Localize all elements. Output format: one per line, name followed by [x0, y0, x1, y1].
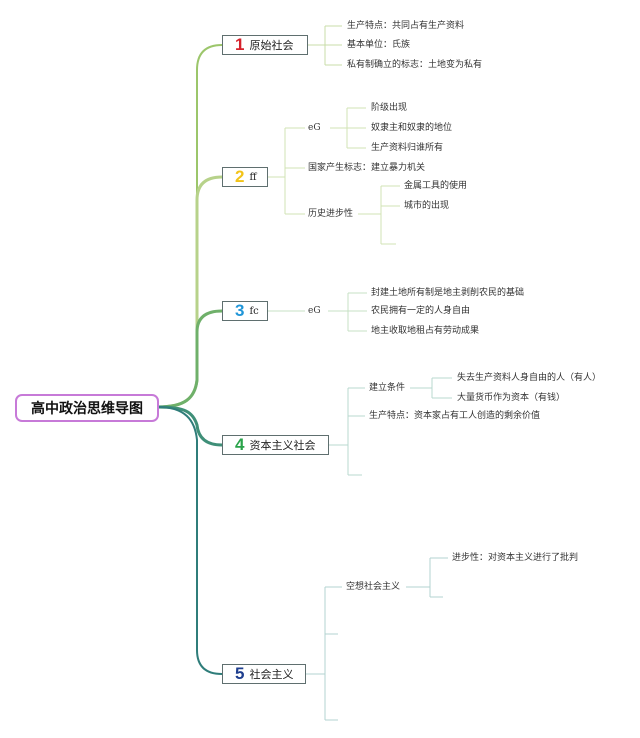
leaf-5-utopia-1: 进步性：对资本主义进行了批判	[452, 553, 579, 563]
branch-line-4	[157, 405, 223, 447]
branch-label-2: ff	[249, 171, 257, 183]
branch-number-5: 5	[235, 664, 245, 683]
leaf-1-3: 私有制确立的标志：土地变为私有	[347, 60, 483, 70]
branch-node-2[interactable]: 2 ff	[222, 167, 268, 187]
eg-label-3: eG	[308, 306, 321, 316]
branch-line-2	[157, 175, 223, 409]
leaf-2-progress-label: 历史进步性	[308, 209, 354, 219]
leaf-2-state-sign: 国家产生标志：建立暴力机关	[308, 163, 426, 173]
leaf-1-2: 基本单位：氏族	[347, 40, 411, 50]
leaf-2-progress-1: 金属工具的使用	[404, 181, 468, 191]
branch-node-3[interactable]: 3 fc	[222, 301, 268, 321]
branch-number-1: 1	[235, 35, 245, 54]
leaf-3-3: 地主收取地租占有劳动成果	[371, 326, 480, 336]
root-node[interactable]: 高中政治思维导图	[15, 394, 159, 422]
leaf-2-eg-1: 阶级出现	[371, 103, 408, 113]
leaf-2-progress-2: 城市的出现	[404, 201, 450, 211]
branch-node-1[interactable]: 1 原始社会	[222, 35, 308, 55]
leaf-3-2: 农民拥有一定的人身自由	[371, 306, 471, 316]
branch-number-4: 4	[235, 435, 245, 454]
branch-line-1	[157, 44, 223, 408]
leaf-4-cond-label: 建立条件	[369, 383, 406, 393]
branch-number-3: 3	[235, 301, 245, 320]
branch-label-3: fc	[249, 305, 259, 317]
branch-line-5	[157, 406, 223, 675]
leaf-4-production: 生产特点：资本家占有工人创造的剩余价值	[369, 411, 541, 421]
leaf-5-utopia-label: 空想社会主义	[346, 582, 401, 592]
leaf-3-1: 封建土地所有制是地主剥削农民的基础	[371, 288, 525, 298]
leaf-1-1: 生产特点：共同占有生产资料	[347, 21, 465, 31]
branch-label-5: 社会主义	[249, 668, 294, 681]
leaf-2-eg-3: 生产资料归谁所有	[371, 143, 444, 153]
leaf-4-cond-2: 大量货币作为资本（有钱）	[457, 393, 566, 403]
branch-number-2: 2	[235, 167, 245, 186]
branch-label-1: 原始社会	[249, 39, 294, 52]
branch-line-3	[157, 309, 223, 409]
eg-label-2: eG	[308, 123, 321, 133]
branch-node-4[interactable]: 4 资本主义社会	[222, 435, 329, 455]
leaf-2-eg-2: 奴隶主和奴隶的地位	[371, 123, 453, 133]
branch-label-4: 资本主义社会	[249, 439, 316, 452]
leaf-4-cond-1: 失去生产资料人身自由的人（有人）	[457, 373, 602, 383]
branch-node-5[interactable]: 5 社会主义	[222, 664, 306, 684]
